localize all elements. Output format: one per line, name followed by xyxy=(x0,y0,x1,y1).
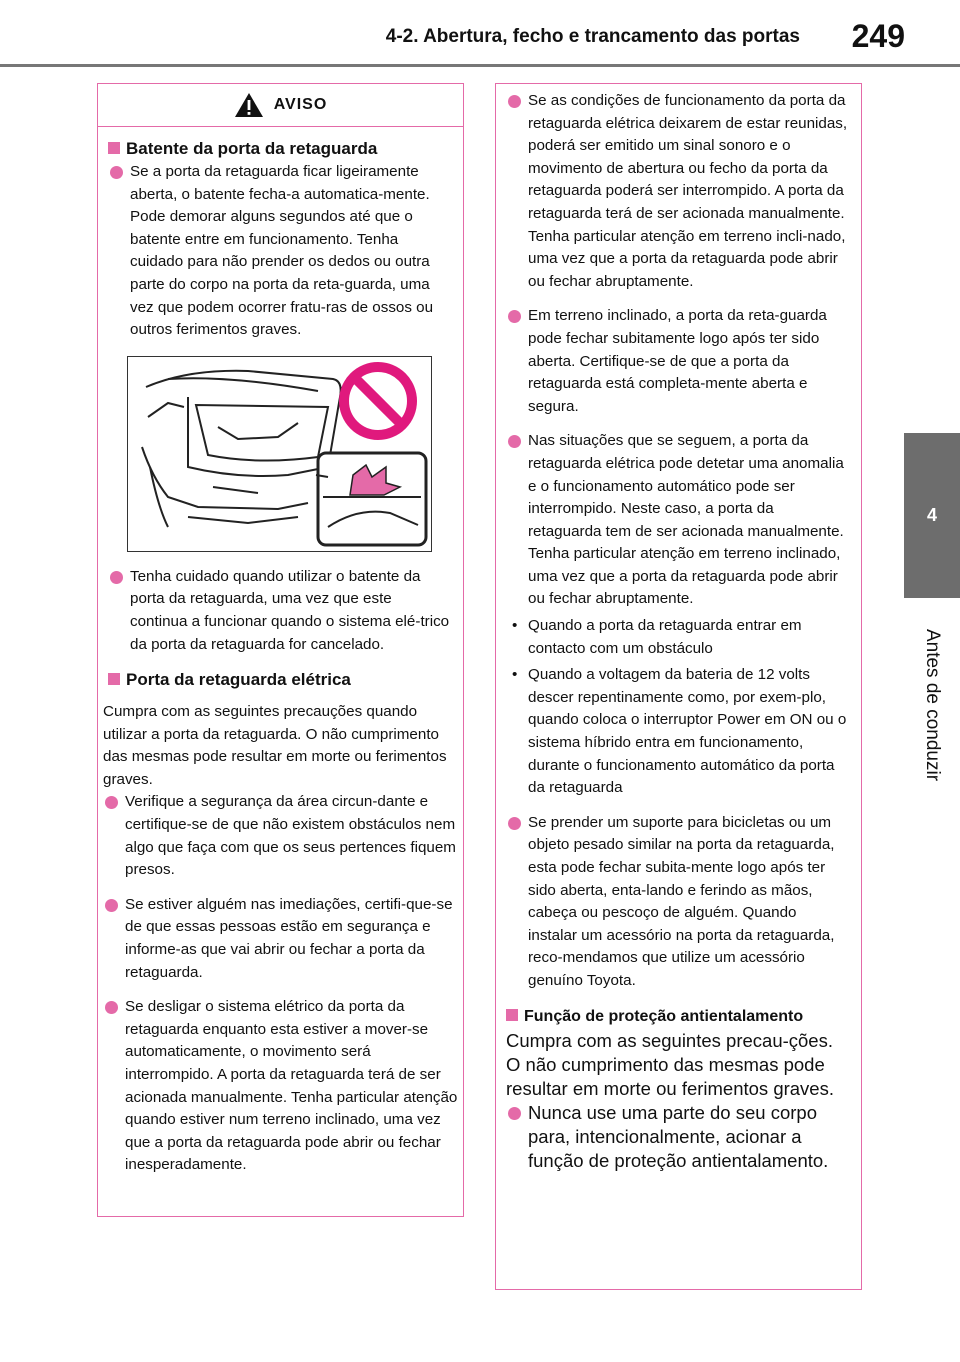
section-square-icon xyxy=(506,1008,518,1021)
warning-triangle-icon xyxy=(234,93,263,117)
big-text-block: Cumpra com as seguintes precau-ções. O n… xyxy=(506,1029,849,1173)
tailgate-illustration xyxy=(127,355,432,552)
list-item: Tenha cuidado quando utilizar o batente … xyxy=(108,566,451,656)
chapter-tab[interactable]: 4 xyxy=(904,433,960,598)
section-heading: Porta da retaguarda elétrica xyxy=(108,668,451,692)
list-item: Se prender um suporte para bicicletas ou… xyxy=(506,812,849,993)
chapter-label: Antes de conduzir xyxy=(904,605,960,805)
list-item: Nas situações que se seguem, a porta da … xyxy=(506,430,849,611)
list-item: Se as condições de funcionamento da port… xyxy=(506,90,849,293)
list-item: Se estiver alguém nas imediações, certif… xyxy=(103,894,463,984)
list-item: Se desligar o sistema elétrico da porta … xyxy=(103,996,463,1177)
header-title: 4-2. Abertura, fecho e trancamento das p… xyxy=(385,26,800,47)
warning-box-right: Se as condições de funcionamento da port… xyxy=(495,83,862,1290)
page-number: 249 xyxy=(851,18,905,54)
list-item: Em terreno inclinado, a porta da reta-gu… xyxy=(506,305,849,418)
list-item: Verifique a segurança da área circun-dan… xyxy=(103,791,463,881)
warning-label: AVISO xyxy=(273,96,328,113)
warning-header: AVISO xyxy=(98,84,463,127)
right-content: Se as condições de funcionamento da port… xyxy=(496,84,861,1173)
tailgate-pinch-illustration xyxy=(141,361,428,547)
list-item: Se a porta da retaguarda ficar ligeirame… xyxy=(108,161,451,342)
section-heading: Batente da porta da retaguarda xyxy=(108,137,451,161)
list-item: Nunca use uma parte do seu corpo para, i… xyxy=(506,1101,849,1173)
section-square-icon xyxy=(108,142,120,154)
section-title: Porta da retaguarda elétrica xyxy=(126,670,351,690)
header-rule xyxy=(0,64,960,67)
section-square-icon xyxy=(108,673,120,686)
section-intro: Cumpra com as seguintes precauções quand… xyxy=(103,703,447,788)
left-content: Batente da porta da retaguarda Se a port… xyxy=(98,127,463,692)
sub-list-item: Quando a porta da retaguarda entrar em c… xyxy=(506,615,849,660)
section-intro: Cumpra com as seguintes precau-ções. O n… xyxy=(506,1029,834,1099)
warning-box-left: AVISO Batente da porta da retaguarda Se … xyxy=(97,83,464,1217)
left-overflow-content: Cumpra com as seguintes precauções quand… xyxy=(93,695,463,1189)
section-title: Batente da porta da retaguarda xyxy=(126,139,378,158)
sub-list-item: Quando a voltagem da bateria de 12 volts… xyxy=(506,664,849,800)
section-heading: Função de proteção antientalamento xyxy=(506,1005,849,1029)
section-title: Função de proteção antientalamento xyxy=(524,1007,804,1025)
chapter-label-text: Antes de conduzir xyxy=(922,628,943,782)
